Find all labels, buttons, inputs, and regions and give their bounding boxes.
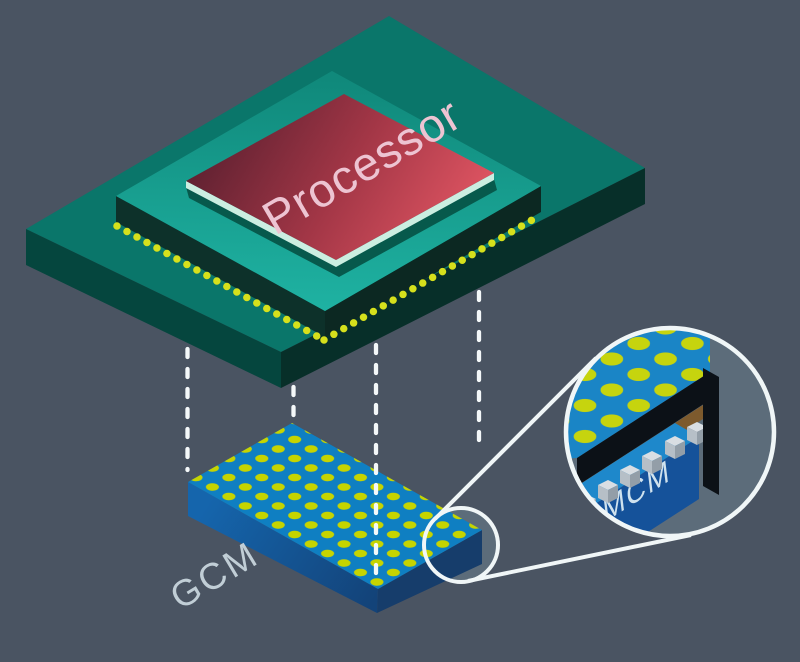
gcm-side-right: [377, 530, 482, 613]
gcm-side-left: [188, 482, 378, 613]
solder-ball-row-left: [113, 222, 328, 344]
substrate-side-left: [116, 196, 325, 337]
processor-module: Processor: [113, 71, 543, 344]
die-shadow: [186, 179, 497, 277]
magnifier-lens: MCM: [563, 325, 777, 539]
lens-edge-face: [577, 372, 710, 486]
solder-ball-row-right: [320, 212, 543, 344]
lens-circle-stroke: [563, 325, 777, 539]
board-side-left: [26, 229, 281, 388]
board-side-right: [281, 168, 645, 388]
gcm-module: GCM: [163, 423, 482, 617]
magnifier-source-circle: [422, 506, 500, 584]
magnifier-connector-lower: [467, 533, 692, 583]
processor-die-top: [186, 94, 494, 260]
projection-lines: [185, 289, 482, 578]
die-edge: [186, 173, 494, 267]
magnifier-connector-upper: [433, 356, 598, 521]
gcm-pad-grid: [188, 423, 482, 589]
lens-lower-front: [568, 437, 699, 534]
substrate-side-right: [325, 186, 541, 337]
lens-corner-face: [703, 368, 719, 495]
